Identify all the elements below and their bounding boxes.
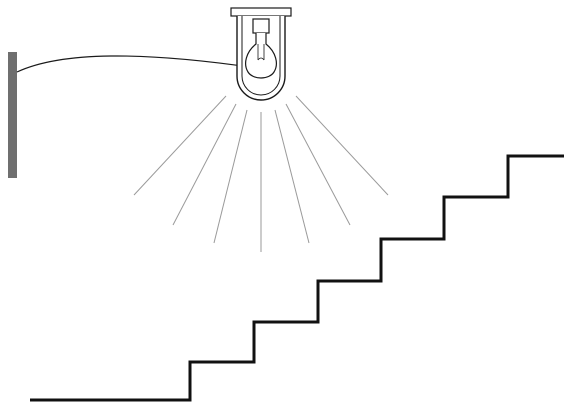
ray-2: [173, 104, 236, 225]
ray-3: [214, 110, 247, 243]
ray-6: [286, 104, 350, 225]
ray-7: [296, 96, 388, 195]
staircase: [30, 156, 564, 400]
light-rays: [134, 96, 388, 252]
bulb-socket: [253, 19, 269, 33]
ray-1: [134, 96, 226, 195]
wall-bar: [8, 52, 17, 178]
ceiling-lamp: [231, 8, 291, 100]
lamp-mount: [231, 8, 291, 16]
connector-arrow: [17, 56, 270, 72]
ray-5: [275, 110, 309, 243]
